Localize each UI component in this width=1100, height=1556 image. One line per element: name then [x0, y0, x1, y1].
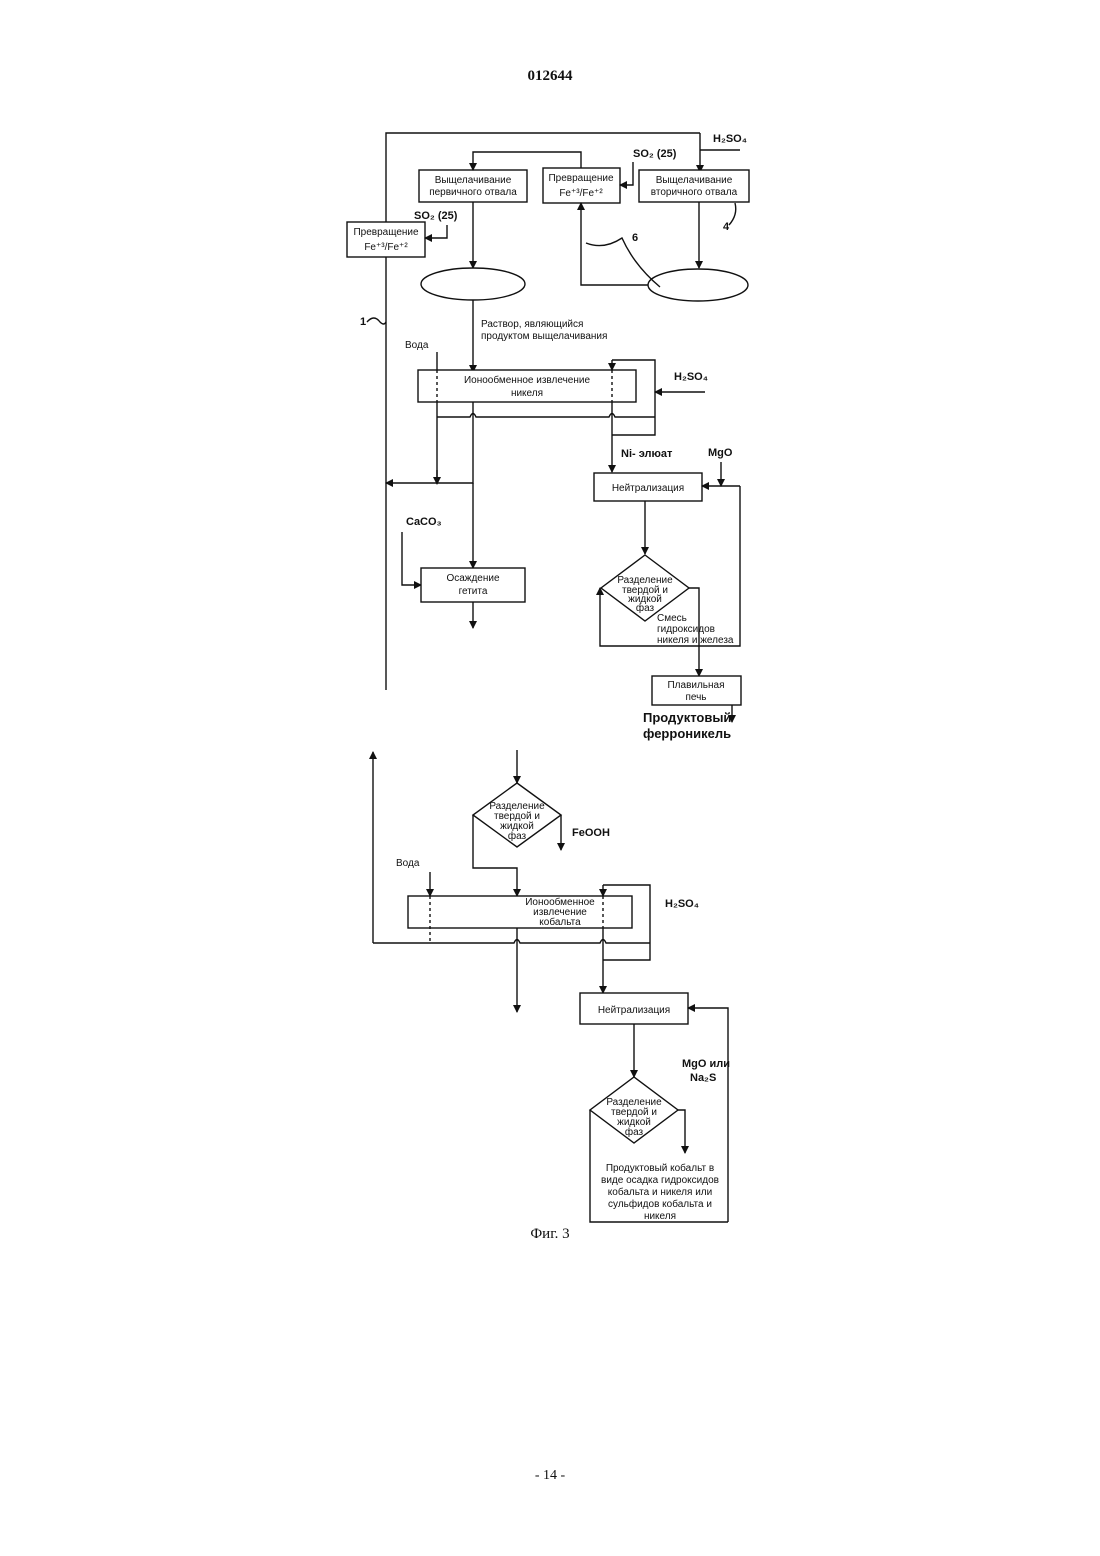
ix-nickel-line2: никеля [511, 388, 543, 399]
leach-secondary-line1: Выщелачивание [656, 175, 733, 186]
ni-eluate-label: Ni- элюат [621, 448, 673, 460]
feooh-label: FeOOH [572, 827, 610, 839]
h2so4-top-label: H₂SO₄ [713, 133, 747, 145]
furnace-line1: Плавильная [667, 680, 724, 691]
mgo-na2s-line2: Na₂S [690, 1072, 716, 1084]
leach-primary-line2: первичного отвала [429, 187, 517, 198]
leach-primary-line1: Выщелачивание [435, 175, 512, 186]
so2-top-label: SO₂ (25) [633, 148, 677, 160]
cobalt-product-line4: сульфидов кобальта и [608, 1198, 712, 1210]
goethite-line1: Осаждение [446, 573, 500, 584]
page-footer: - 14 - [0, 1468, 1100, 1484]
ref-1-label: 1 [360, 316, 366, 328]
neutralization-2-label: Нейтрализация [598, 1005, 670, 1016]
secondary-pond [648, 269, 748, 301]
ref-4-label: 4 [723, 221, 730, 233]
product-ferronickel-line1: Продуктовый [643, 710, 731, 725]
figure-caption: Фиг. 3 [0, 1226, 1100, 1243]
mgo-1-label: MgO [708, 447, 733, 459]
ref-6-leader [586, 238, 660, 287]
cobalt-product-line3: кобальта и никеля или [608, 1186, 712, 1198]
water-1-label: Вода [405, 340, 429, 351]
ix-cobalt-under-line [373, 940, 650, 944]
goethite-line2: гетита [459, 586, 488, 597]
ix-cobalt-line3: кобальта [539, 916, 581, 928]
cobalt-product-line1: Продуктовый кобальт в [606, 1162, 714, 1174]
leach-secondary-line2: вторичного отвала [651, 187, 738, 198]
water-2-label: Вода [396, 858, 420, 869]
hydroxide-mix-line3: никеля и железа [657, 635, 734, 646]
separation-3-line4: фаз [625, 1126, 644, 1138]
separation-2-line4: фаз [508, 830, 527, 842]
ix-barren-to-left-arrow [386, 402, 473, 483]
cobalt-product-line5: никеля [644, 1211, 676, 1222]
ix-nickel-line1: Ионообменное извлечение [464, 374, 590, 386]
hydroxide-mix-line2: гидроксидов [657, 624, 715, 635]
furnace-line2: печь [685, 692, 706, 703]
ix-nickel-under-line [437, 414, 655, 418]
cobalt-product-line2: виде осадка гидроксидов [601, 1175, 719, 1186]
ref-4-leader [729, 203, 736, 225]
product-ferronickel-line2: ферроникель [643, 726, 731, 741]
ix-cobalt-box [408, 896, 632, 928]
caco3-arrow [402, 532, 421, 585]
convert-left-line1: Превращение [353, 227, 419, 238]
h2so4-cobalt-label: H₂SO₄ [665, 898, 699, 910]
convert-top-line1: Превращение [548, 173, 614, 184]
separation-3-out-arrow [678, 1110, 685, 1153]
so2-left-label: SO₂ (25) [414, 210, 458, 222]
neutralization-1-label: Нейтрализация [612, 483, 684, 494]
hydroxide-mix-line1: Смесь [657, 613, 687, 624]
leach-solution-line1: Раствор, являющийся [481, 319, 583, 330]
mgo-na2s-line1: MgO или [682, 1058, 730, 1070]
ref-6-label: 6 [632, 232, 638, 244]
so2-left-arrow [425, 225, 447, 238]
primary-pond [421, 268, 525, 300]
caco3-label: CaCO₃ [406, 516, 442, 528]
so2-top-arrow [620, 162, 633, 185]
ref-1-leader [367, 318, 386, 324]
leach-solution-line2: продуктом выщелачивания [481, 331, 607, 342]
separation-1-line4: фаз [636, 602, 655, 614]
convert-top-line2: Fe⁺³/Fe⁺² [559, 188, 603, 199]
h2so4-nickel-label: H₂SO₄ [674, 371, 708, 383]
convert-left-line2: Fe⁺³/Fe⁺² [364, 242, 408, 253]
